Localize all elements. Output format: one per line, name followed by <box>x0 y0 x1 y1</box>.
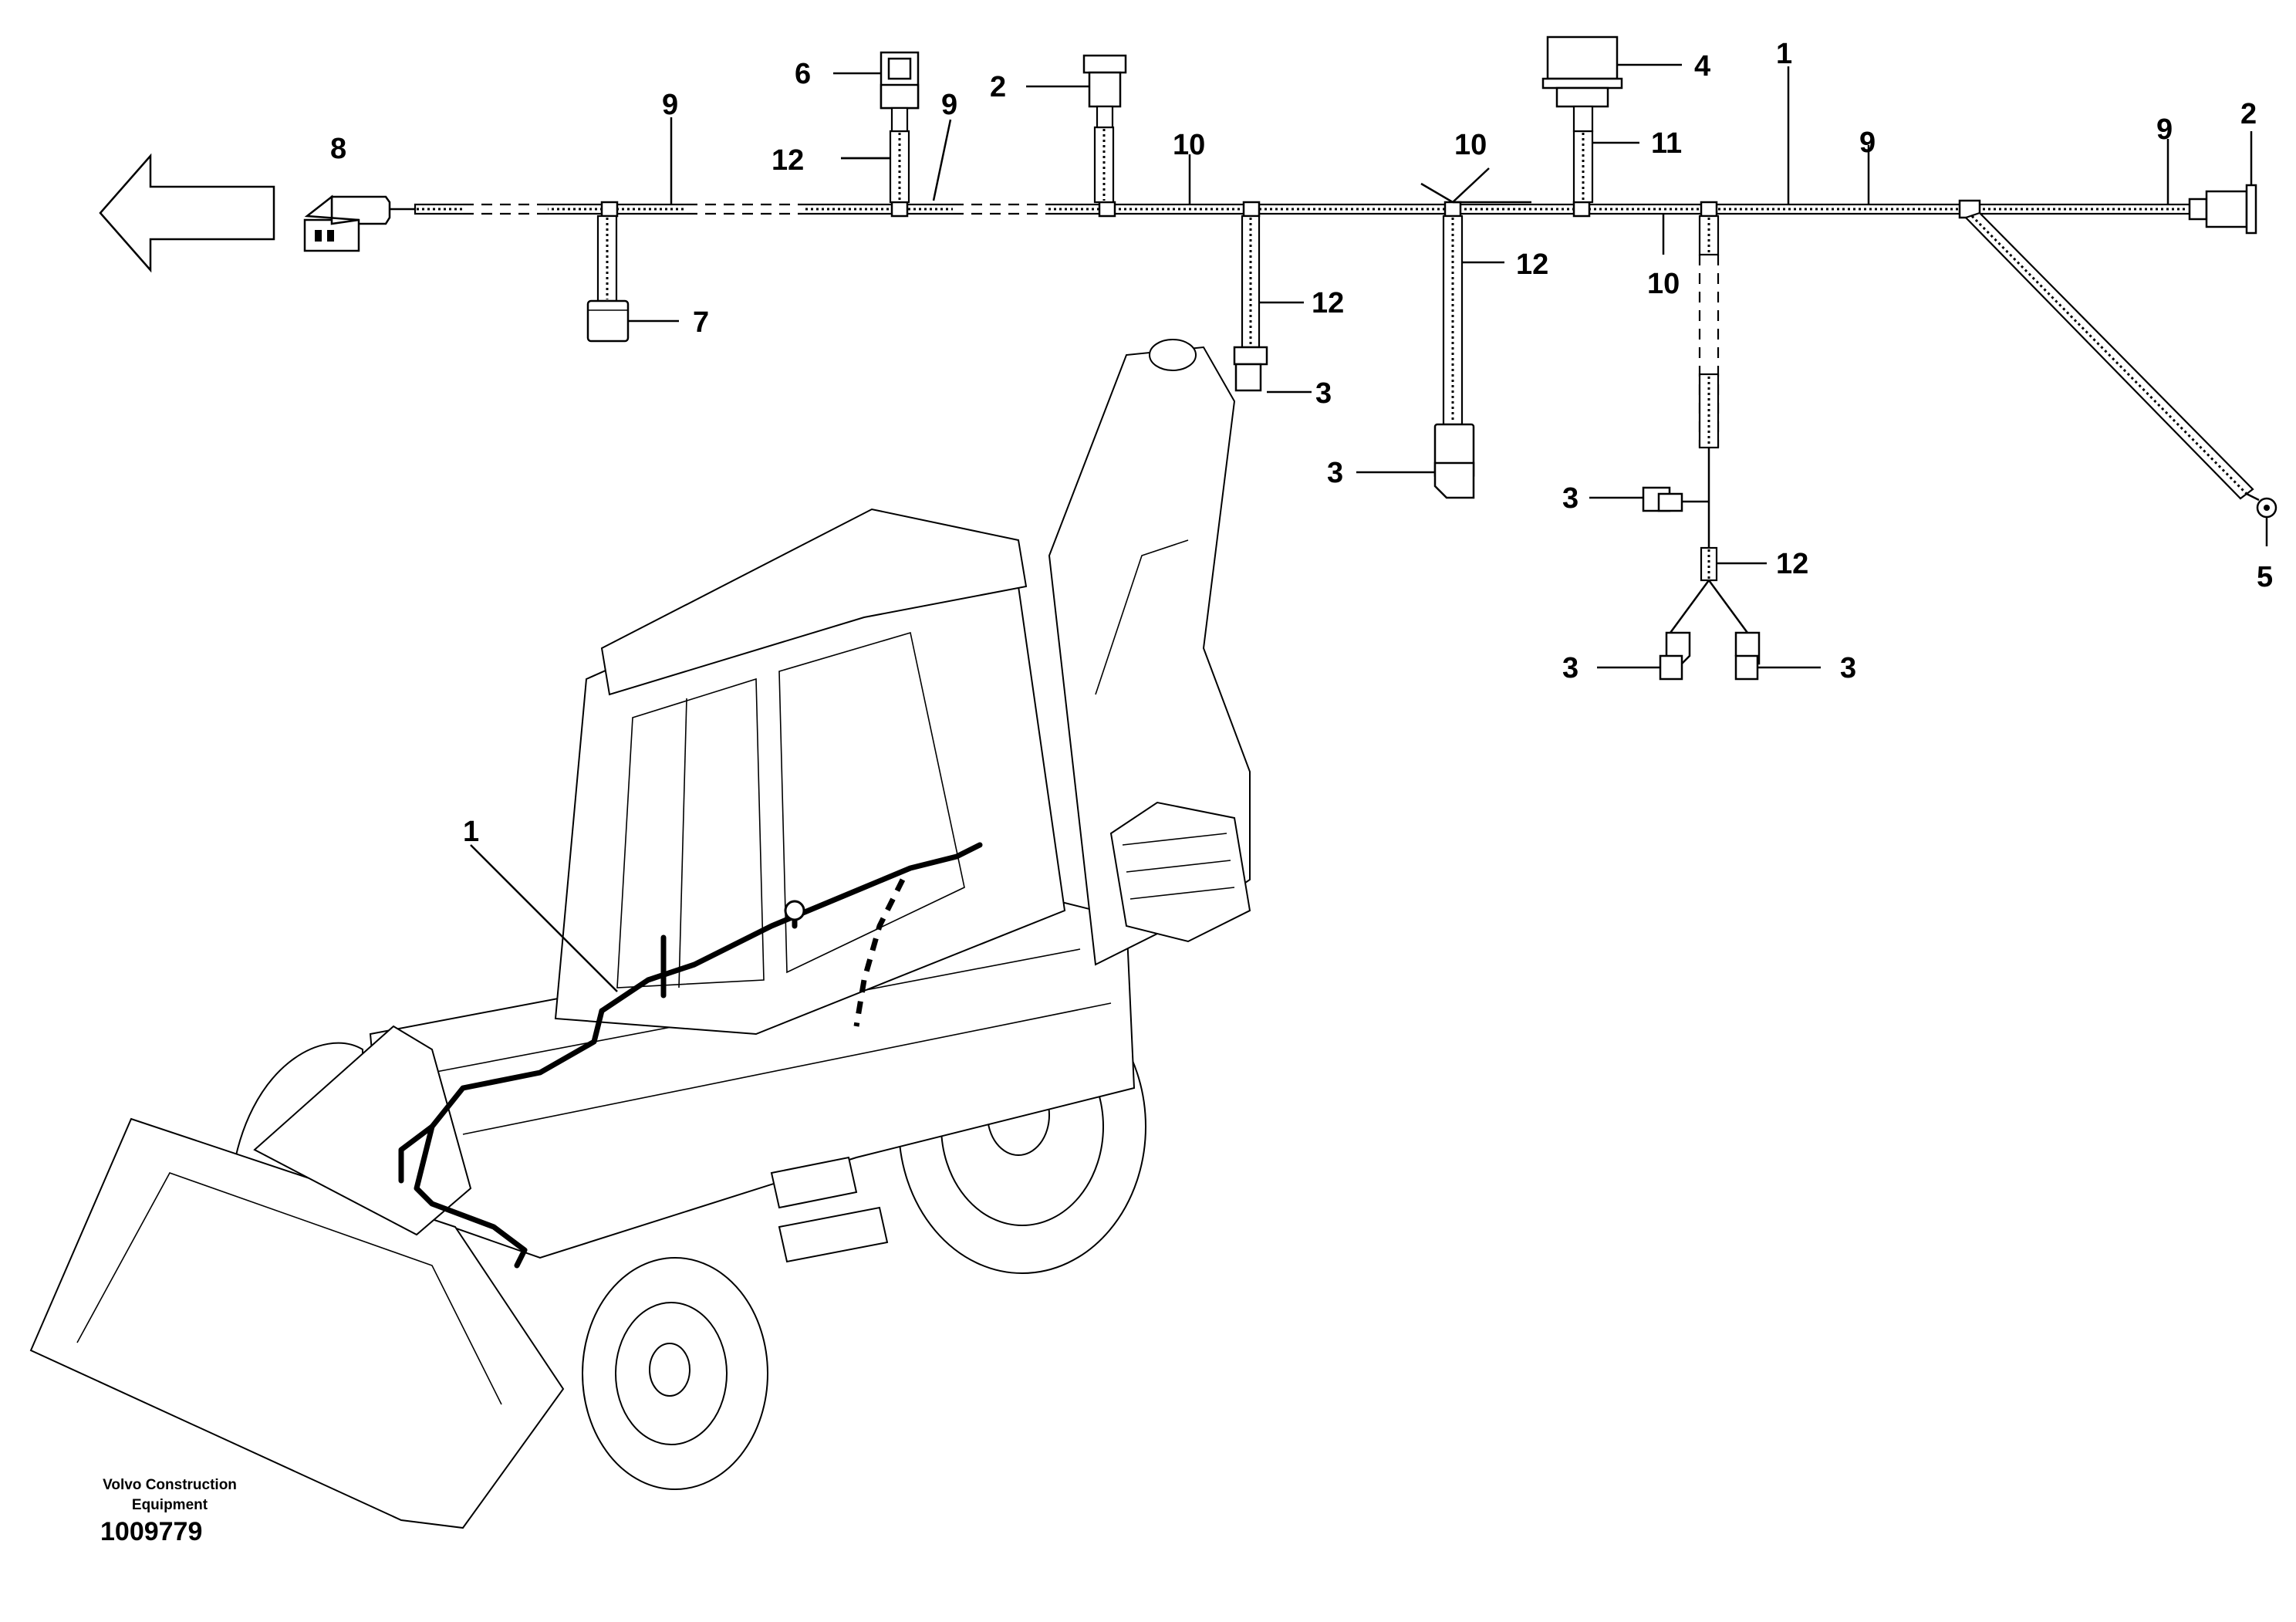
callout-9-a: 9 <box>662 89 678 121</box>
main-harness <box>414 199 2191 219</box>
brand-label: Volvo Construction Equipment <box>69 1475 270 1516</box>
callout-labels: 1 1 2 2 3 3 3 3 3 4 5 6 7 8 9 9 9 9 10 1… <box>330 38 2273 848</box>
callout-1-machine: 1 <box>463 816 479 848</box>
callout-12-d: 12 <box>1776 548 1808 580</box>
callout-8: 8 <box>330 133 346 165</box>
branch-connector-3a <box>1233 215 1312 394</box>
callout-2-left: 2 <box>990 71 1006 103</box>
callout-3-e: 3 <box>1840 652 1856 684</box>
branch-connector-6 <box>833 51 952 204</box>
callout-5: 5 <box>2257 561 2273 593</box>
callout-10-b: 10 <box>1454 129 1487 161</box>
brand-line-2: Equipment <box>131 1497 208 1513</box>
callout-7: 7 <box>693 306 709 339</box>
callout-11: 11 <box>1651 127 1682 160</box>
callout-3-d: 3 <box>1562 652 1578 684</box>
callout-3-c: 3 <box>1562 482 1578 515</box>
branch-connector-3b <box>1356 167 1531 499</box>
callout-3-b: 3 <box>1327 457 1343 489</box>
branch-connector-2-left <box>1026 54 1127 204</box>
leader-lines <box>670 66 2169 255</box>
callout-2-right: 2 <box>2240 98 2257 130</box>
left-arrow-icon <box>99 153 275 273</box>
document-number: 1009779 <box>100 1517 203 1546</box>
callout-10-a: 10 <box>1173 129 1205 161</box>
branch-connector-7 <box>586 215 679 343</box>
connector-8 <box>303 194 415 252</box>
backhoe-loader-illustration <box>29 339 1251 1529</box>
callout-9-b: 9 <box>941 89 957 121</box>
callout-12-b: 12 <box>1312 287 1344 319</box>
connector-2-right <box>2188 131 2257 235</box>
callout-1-top: 1 <box>1776 38 1792 70</box>
branch-ring-terminal-5 <box>1963 211 2277 546</box>
callout-3-a: 3 <box>1315 377 1332 410</box>
callout-4: 4 <box>1694 50 1710 83</box>
callout-12-a: 12 <box>772 144 804 177</box>
callout-12-c: 12 <box>1516 248 1548 281</box>
branch-connector-4 <box>1541 35 1682 204</box>
callout-9-d: 9 <box>2156 113 2173 146</box>
callout-6: 6 <box>795 58 811 90</box>
brand-line-1: Volvo Construction <box>103 1477 237 1493</box>
branch-connector-3-group <box>1589 215 1821 681</box>
callout-10-c: 10 <box>1647 268 1680 300</box>
callout-9-c: 9 <box>1859 127 1876 159</box>
